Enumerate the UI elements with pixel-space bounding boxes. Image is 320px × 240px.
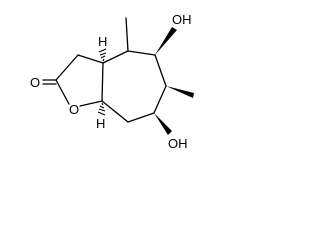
hydroxyl-bottom-label: OH (168, 136, 188, 151)
stereo-h-top-label: H (98, 34, 107, 49)
ring-oxygen-label: O (69, 102, 79, 117)
bond-c3a-c8a (101, 62, 104, 102)
hash-c8a-h (97, 102, 106, 116)
wedge-c5-oh (155, 27, 177, 55)
carbonyl-oxygen-label: O (30, 75, 40, 90)
hydroxyl-top-label: OH (172, 12, 192, 27)
bond-ring-o-c8a (79, 100, 103, 107)
wedge-c6-methyl (166, 86, 194, 98)
bond-c3a-c4 (102, 50, 129, 64)
hash-c3a-h (98, 48, 107, 62)
bond-c7-c8 (127, 112, 155, 123)
stereo-h-bottom-label: H (96, 116, 105, 131)
skeletal-structure: O O H H OH OH (30, 12, 194, 151)
bond-ch2-c3a (77, 54, 104, 64)
bond-c4-methyl (125, 17, 129, 52)
bond-c6-c7 (153, 85, 167, 114)
bond-carbonyl-ring-o (55, 79, 70, 105)
bond-c5-c6 (154, 54, 167, 87)
bond-c8-c8a (101, 100, 129, 123)
molecule-canvas: O O H H OH OH (30, 12, 194, 151)
bond-c4-c5 (127, 50, 156, 56)
wedge-c7-oh (154, 113, 172, 135)
bond-ch2-carbonyl (55, 54, 79, 81)
